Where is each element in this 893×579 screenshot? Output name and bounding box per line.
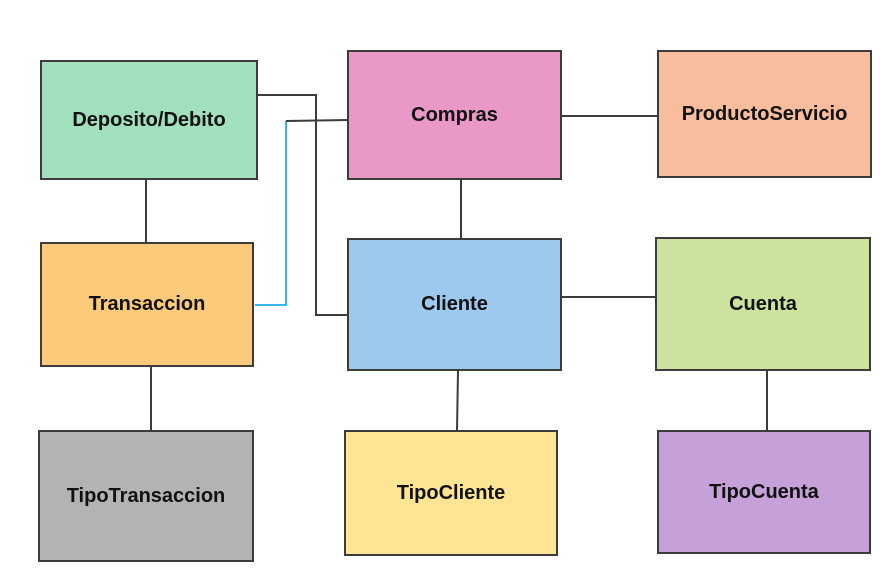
entity-producto-servicio[interactable]: ProductoServicio — [657, 50, 872, 178]
entity-label: Cuenta — [729, 292, 797, 315]
connector-transaccion-compras-blue — [255, 121, 287, 306]
entity-label: TipoTransaccion — [66, 484, 226, 507]
entity-cliente[interactable]: Cliente — [347, 238, 562, 371]
entity-label: TipoCuenta — [709, 480, 819, 503]
entity-label: Cliente — [421, 293, 488, 315]
entity-transaccion[interactable]: Transaccion — [40, 242, 254, 367]
entity-label: Transaccion — [88, 293, 206, 315]
connector-deposito-cliente — [256, 94, 350, 316]
entity-compras[interactable]: Compras — [347, 50, 562, 180]
connector-cliente-tipocliente — [456, 370, 459, 432]
entity-label: Deposito/Debito — [72, 108, 226, 131]
entity-label: Compras — [411, 103, 498, 126]
entity-cuenta[interactable]: Cuenta — [655, 237, 871, 371]
entity-label: ProductoServicio — [681, 102, 848, 125]
entity-tipo-transaccion[interactable]: TipoTransaccion — [38, 430, 254, 562]
entity-tipo-cuenta[interactable]: TipoCuenta — [657, 430, 871, 554]
entity-label: TipoCliente — [396, 481, 506, 504]
entity-tipo-cliente[interactable]: TipoCliente — [344, 430, 558, 556]
entity-deposito-debito[interactable]: Deposito/Debito — [40, 60, 258, 180]
connector-transaccion-compras — [285, 119, 349, 122]
